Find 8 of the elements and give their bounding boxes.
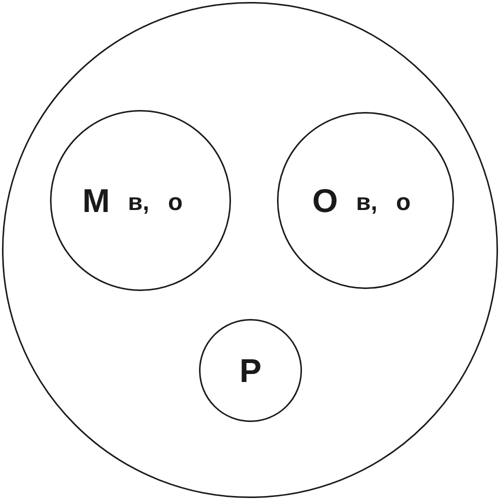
circle-node xyxy=(50,110,231,291)
circle-node xyxy=(277,112,454,289)
circle-node xyxy=(199,319,302,422)
node-index-label: в, о xyxy=(128,190,183,214)
node-index-label: в, о xyxy=(356,190,411,214)
node-label: М xyxy=(82,184,110,217)
node-label: О xyxy=(312,184,338,217)
node-label: Р xyxy=(239,354,262,387)
